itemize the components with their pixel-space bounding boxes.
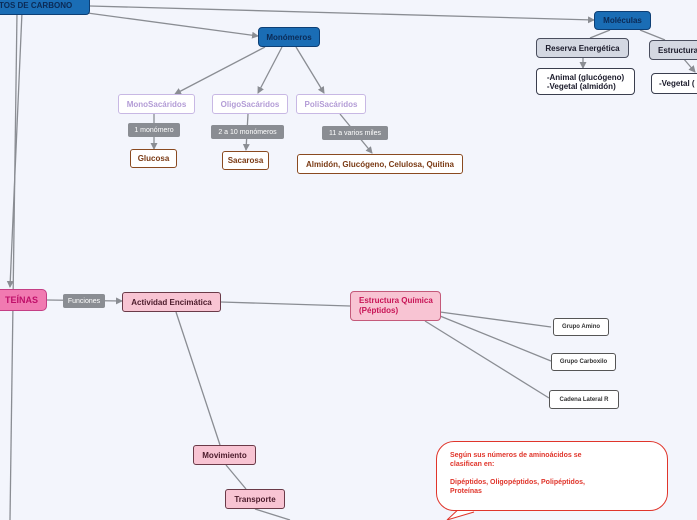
edge-moleculas-reserva [589, 29, 611, 39]
actividad-enzimatica-node[interactable]: Actividad Encimática [122, 292, 221, 312]
edge-root-moleculas [89, 5, 595, 24]
grupo-carboxilo-node[interactable]: Grupo Carboxilo [551, 353, 616, 371]
edge-estructura-amino [439, 311, 552, 328]
movimiento-node[interactable]: Movimiento [193, 445, 256, 465]
edge-monomeros-mono [174, 46, 266, 95]
edge-movimiento-transporte [225, 464, 247, 490]
edge-root-down [9, 11, 18, 520]
sacarosa-node[interactable]: Sacarosa [222, 151, 269, 170]
edge-estructura-carboxilo [439, 315, 552, 362]
edge-monomeros-poli [295, 46, 325, 94]
animal-vegetal-node[interactable]: -Animal (glucógeno) -Vegetal (almidón) [536, 68, 635, 95]
reserva-energetica-node[interactable]: Reserva Energética [536, 38, 629, 58]
edge-root-monomeros [79, 11, 259, 39]
moleculas-node[interactable]: Moléculas [594, 11, 651, 30]
proteinas-node[interactable]: TEÍNAS [0, 289, 47, 311]
monomeros-node[interactable]: Monómeros [258, 27, 320, 47]
grupo-amino-node[interactable]: Grupo Amino [553, 318, 609, 336]
label-11-a-varios-miles: 11 a varios miles [322, 126, 388, 140]
vegetal-node[interactable]: -Vegetal ( [651, 73, 697, 94]
transporte-node[interactable]: Transporte [225, 489, 285, 509]
estructura-node[interactable]: Estructura [649, 40, 697, 60]
monosacaridos-node[interactable]: MonoSacáridos [118, 94, 195, 114]
edge-transporte-down [254, 508, 291, 520]
label-funciones: Funciones [63, 294, 105, 308]
oligosacaridos-node[interactable]: OligoSacáridos [212, 94, 288, 114]
cadena-lateral-node[interactable]: Cadena Lateral R [549, 390, 619, 409]
edge-monomeros-oligo [257, 46, 283, 94]
estructura-quimica-node[interactable]: Estructura Química (Péptidos) [350, 291, 441, 321]
edge-actividad-estructura [220, 301, 351, 307]
peptide-classification-callout[interactable]: Según sus números de aminoácidos se clas… [436, 441, 668, 511]
label-1-monomero: 1 monómero [128, 123, 180, 137]
polisacaridos-examples-node[interactable]: Almidón, Glucógeno, Celulosa, Quitina [297, 154, 463, 174]
label-2-a-10-monomeros: 2 a 10 monómeros [211, 125, 284, 139]
edge-root-proteinas [6, 11, 23, 288]
edge-estructura-cadena [424, 320, 550, 399]
edge-estructura-vegetal [682, 57, 696, 73]
root-node[interactable]: TOS DE CARBONO [0, 0, 90, 15]
edge-actividad-movimiento [175, 311, 221, 446]
polisacaridos-node[interactable]: PoliSacáridos [296, 94, 366, 114]
glucosa-node[interactable]: Glucosa [130, 149, 177, 168]
edge-moleculas-estructura [639, 29, 666, 41]
